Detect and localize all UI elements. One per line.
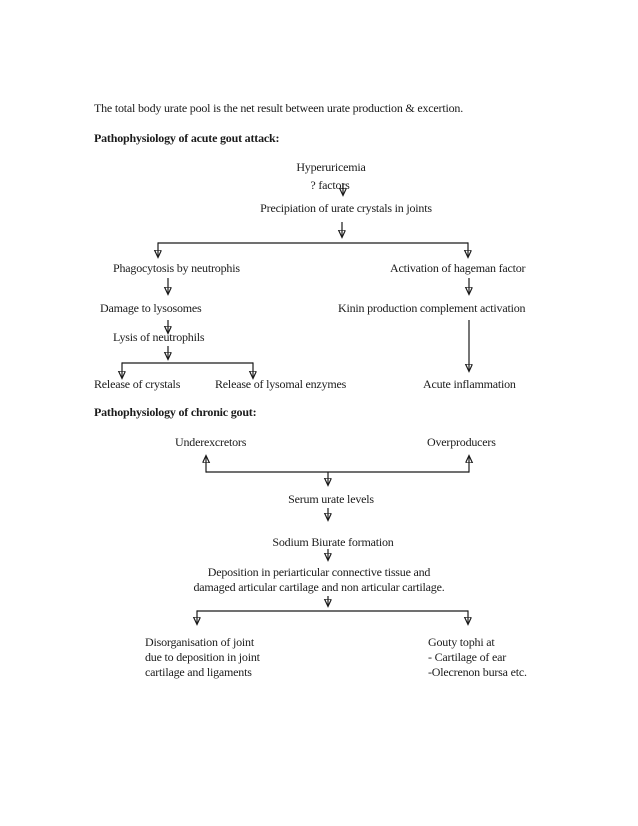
node-serum-urate: Serum urate levels [288,492,374,506]
node-overproducers: Overproducers [427,435,496,449]
acute-heading: Pathophysiology of acute gout attack: [94,131,280,145]
node-deposition-line2: damaged articular cartilage and non arti… [193,580,445,594]
node-acute-inflammation: Acute inflammation [423,377,516,391]
chronic-heading: Pathophysiology of chronic gout: [94,405,257,419]
node-kinin-production: Kinin production complement activation [338,301,526,315]
node-disorganisation-line2: due to deposition in joint [145,650,260,664]
node-activation-hageman: Activation of hageman factor [390,261,526,275]
node-precipitation: Precipiation of urate crystals in joints [260,201,432,215]
node-factors: ? factors [310,178,350,192]
node-lysis-neutrophils: Lysis of neutrophils [113,330,205,344]
intro-text: The total body urate pool is the net res… [94,101,464,115]
node-gouty-tophi-line1: Gouty tophi at [428,635,495,649]
node-release-crystals: Release of crystals [94,377,181,391]
node-damage-lysosomes: Damage to lysosomes [100,301,202,315]
node-gouty-tophi-line2: - Cartilage of ear [428,650,507,664]
node-phagocytosis: Phagocytosis by neutrophis [113,261,240,275]
node-sodium-biurate: Sodium Biurate formation [272,535,394,549]
node-release-lysomal: Release of lysomal enzymes [215,377,347,391]
node-underexcretors: Underexcretors [175,435,247,449]
node-gouty-tophi-line3: -Olecrenon bursa etc. [428,665,527,679]
node-disorganisation-line3: cartilage and ligaments [145,665,252,679]
node-hyperuricemia: Hyperuricemia [296,160,366,174]
node-disorganisation-line1: Disorganisation of joint [145,635,254,649]
node-deposition-line1: Deposition in periarticular connective t… [207,565,431,579]
